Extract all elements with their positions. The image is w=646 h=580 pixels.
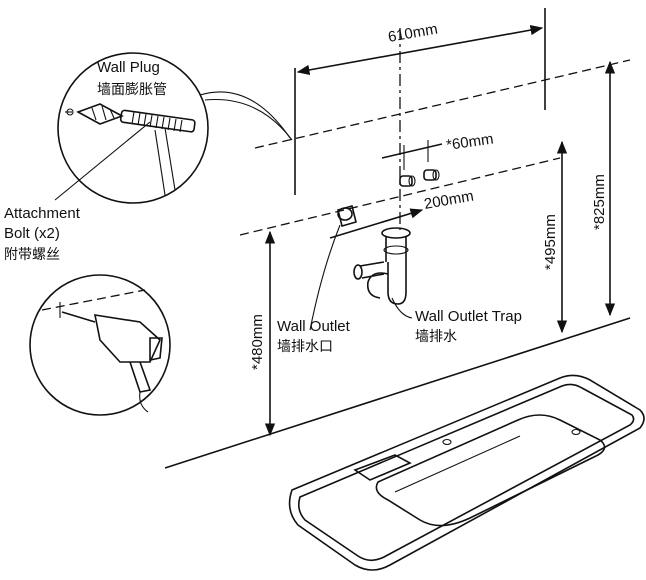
attachment-bolt-thread bbox=[131, 111, 183, 133]
trap-top-flange bbox=[381, 227, 411, 239]
basin-top-surface bbox=[298, 383, 635, 562]
attachment-bolt-label-cn: 附带螺丝 bbox=[4, 246, 60, 262]
callout-leader-curve-2 bbox=[204, 98, 293, 141]
trap-nut bbox=[383, 245, 409, 255]
wall-outlet-pipe bbox=[337, 205, 357, 227]
wall-outlet-trap-leader bbox=[391, 297, 413, 319]
drill-body bbox=[93, 314, 161, 363]
wall-bolt-right-end bbox=[432, 169, 440, 181]
attachment-bolt-leader-line bbox=[164, 127, 176, 191]
callout-leader-curve-1 bbox=[199, 91, 291, 139]
drill-callout bbox=[29, 274, 171, 416]
trap-height-label: *495mm bbox=[542, 214, 559, 270]
vertical-dimensions bbox=[264, 60, 616, 437]
outlet-offset-label: 200mm bbox=[423, 188, 475, 213]
wall-outlet-trap bbox=[353, 227, 411, 305]
trap-outlet-arm bbox=[359, 261, 385, 279]
outlet-offset-dimension bbox=[329, 208, 424, 239]
outlet-height-label: *480mm bbox=[249, 314, 266, 370]
wall-plug-callout bbox=[54, 52, 209, 204]
wall-outlet-leader bbox=[309, 224, 341, 331]
top-mounting-dashed-line bbox=[254, 59, 631, 149]
drill-bit bbox=[61, 311, 96, 323]
wall-outlet-label-cn: 墙排水口 bbox=[277, 338, 333, 354]
wall-plug-label: Wall Plug bbox=[97, 59, 160, 76]
wall-bolt-right bbox=[423, 169, 437, 181]
trap-bend bbox=[366, 272, 389, 299]
attachment-bolt-body bbox=[119, 109, 196, 133]
wall-plug-body bbox=[76, 103, 124, 125]
basin-outer-rim bbox=[288, 374, 645, 571]
basin bbox=[288, 374, 645, 571]
drill-cord bbox=[139, 391, 149, 413]
wall-outlet-label: Wall Outlet bbox=[277, 318, 351, 335]
outlet-offset-line bbox=[329, 208, 424, 239]
basin-soap-tray bbox=[353, 454, 412, 481]
wall-outlet-trap-label-cn: 墙排水 bbox=[415, 328, 457, 344]
bolt-spacing-dimension bbox=[381, 140, 443, 170]
attachment-bolt-label-line-1: Attachment bbox=[4, 205, 81, 222]
wall-bolts bbox=[399, 169, 440, 187]
bolt-spacing-label: *60mm bbox=[445, 131, 494, 154]
attachment-bolt-pointer bbox=[54, 121, 151, 201]
width-dimension-line bbox=[296, 25, 544, 75]
basin-overflow-hole bbox=[571, 428, 581, 436]
wall-outlet-opening bbox=[337, 207, 353, 221]
drill-handle bbox=[129, 361, 152, 393]
trap-tailpiece bbox=[385, 236, 407, 262]
width-dimension bbox=[294, 8, 546, 195]
basin-bowl-inner-edge bbox=[394, 435, 521, 493]
drill-guide-line bbox=[41, 289, 146, 311]
floor-line bbox=[164, 317, 631, 469]
trap-body bbox=[387, 262, 407, 305]
wall-outlet-trap-label: Wall Outlet Trap bbox=[415, 308, 522, 325]
bolt-spacing-line bbox=[381, 143, 443, 159]
middle-dashed-line bbox=[239, 157, 561, 236]
width-dimension-label: 610mm bbox=[387, 21, 439, 46]
wall-bolt-left bbox=[399, 175, 413, 187]
drill-callout-circle bbox=[29, 274, 171, 416]
wall-plug-tip-ring bbox=[66, 108, 74, 116]
attachment-bolt-leader-line-2 bbox=[154, 129, 166, 196]
basin-bowl bbox=[375, 414, 606, 527]
wall-bolt-left-end bbox=[408, 175, 416, 187]
trap-outlet-nut bbox=[353, 264, 363, 280]
leader-lines bbox=[199, 91, 413, 331]
wall-outlet-stub bbox=[337, 205, 357, 227]
total-height-label: *825mm bbox=[591, 174, 608, 230]
drill-back-cap bbox=[149, 337, 163, 361]
wall-plug-ribs bbox=[91, 105, 115, 121]
basin-tap-hole bbox=[442, 438, 452, 446]
wall-plug-callout-circle bbox=[57, 52, 209, 204]
wall-plug-label-cn: 墙面膨胀管 bbox=[97, 81, 167, 97]
attachment-bolt-label-line-2: Bolt (x2) bbox=[4, 225, 60, 242]
